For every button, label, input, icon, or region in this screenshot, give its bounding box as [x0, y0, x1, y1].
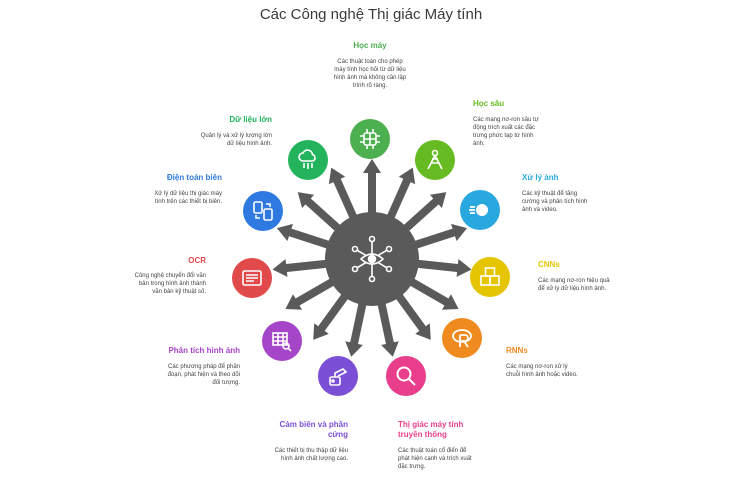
- hub-arrow-12: [272, 259, 330, 277]
- node-cam-bien: [318, 356, 358, 396]
- brain-chip-icon: [360, 129, 380, 149]
- desc-xu-ly-anh: Các kỹ thuật để tăng cường và phân tích …: [522, 191, 588, 213]
- node-cnns: [470, 257, 510, 297]
- node-phan-tich: [262, 321, 302, 361]
- label-phan-tich: Phân tích hình ảnh: [168, 346, 240, 355]
- hub-arrow-11: [285, 277, 337, 310]
- hub-arrow-7: [394, 291, 431, 340]
- desc-hoc-may: Các thuật toán cho phép máy tính học hỏi…: [333, 59, 407, 89]
- hub-arrow-3: [401, 192, 447, 234]
- desc-dien-toan-bien: Xử lý dữ liệu thị giác máy tính trên các…: [154, 191, 222, 205]
- hub-arrow-9: [345, 300, 367, 357]
- magnifier-icon: [396, 366, 416, 386]
- desc-thi-giac-truyen-thong: Các thuật toán cổ điển để phát hiện cạnh…: [398, 448, 472, 470]
- hub-arrow-6: [407, 277, 459, 310]
- label-dien-toan-bien: Điện toán biên: [166, 173, 222, 182]
- hub-arrow-15: [328, 167, 359, 222]
- hub-arrow-13: [276, 223, 333, 250]
- node-ocr: [232, 258, 272, 298]
- node-hoc-may: [350, 119, 390, 159]
- desc-hoc-sau: Các mạng nơ-ron sâu tự động trích xuất c…: [473, 117, 539, 147]
- label-ocr: OCR: [188, 256, 206, 265]
- r-logo-icon: [452, 329, 472, 348]
- scanner-icon: [242, 270, 262, 286]
- label-rnns: RNNs: [506, 346, 528, 355]
- hub-arrow-5: [414, 259, 472, 277]
- cloud-data-icon: [298, 149, 316, 169]
- label-hoc-sau: Học sâu: [473, 99, 505, 108]
- hub-arrow-8: [377, 300, 399, 357]
- desc-ocr: Công nghệ chuyển đổi văn bản trong hình …: [134, 273, 206, 295]
- hub-arrow-4: [411, 223, 468, 250]
- neural-tower-icon: [427, 149, 443, 170]
- label-xu-ly-anh: Xử lý ảnh: [522, 173, 559, 182]
- label-cam-bien: Cảm biến và phần cứng: [279, 420, 348, 439]
- label-du-lieu-lon: Dữ liệu lớn: [229, 115, 272, 124]
- node-thi-giac-truyen-thong: [386, 356, 426, 396]
- node-hoc-sau: [415, 140, 455, 180]
- network-eye-icon: [351, 235, 393, 283]
- motion-ball-icon: [469, 204, 488, 216]
- cubes-icon: [480, 267, 500, 286]
- node-xu-ly-anh: [460, 190, 500, 230]
- devices-sync-icon: [253, 201, 273, 221]
- hub-arrow-10: [313, 291, 350, 340]
- node-rnns: [442, 318, 482, 358]
- hub-arrow-2: [385, 167, 416, 222]
- label-cnns: CNNs: [538, 260, 560, 269]
- label-hoc-may: Học máy: [353, 41, 387, 50]
- label-thi-giac-truyen-thong: Thị giác máy tính truyền thống: [398, 420, 464, 439]
- desc-rnns: Các mạng nơ-ron xử lý chuỗi hình ảnh hoặ…: [506, 364, 578, 378]
- grid-search-icon: [272, 332, 292, 352]
- desc-cnns: Các mạng nơ-ron hiệu quả để xử lý dữ liệ…: [538, 278, 610, 292]
- node-dien-toan-bien: [243, 191, 283, 231]
- desc-du-lieu-lon: Quản lý và xử lý lượng lớn dữ liệu hình …: [200, 133, 272, 147]
- hub-arrow-1: [363, 159, 381, 216]
- hub-arrow-14: [297, 192, 343, 234]
- desc-cam-bien: Các thiết bị thu thập dữ liệu hình ảnh c…: [274, 448, 348, 462]
- desc-phan-tich: Các phương pháp để phân đoạn, phát hiện …: [167, 364, 240, 386]
- diagram-title: Các Công nghệ Thị giác Máy tính: [259, 6, 483, 23]
- camera-robot-icon: [329, 368, 348, 386]
- node-du-lieu-lon: [288, 140, 328, 180]
